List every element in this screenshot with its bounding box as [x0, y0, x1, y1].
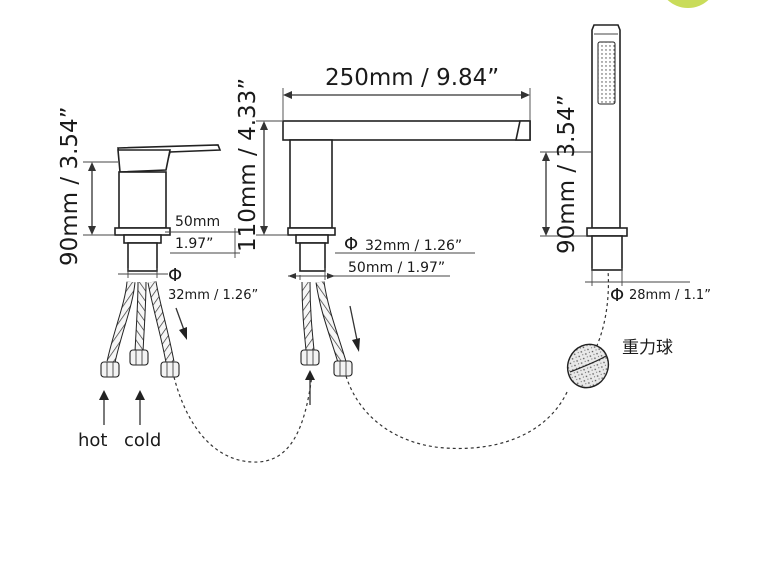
spout-thread-dimension — [288, 252, 475, 280]
mixer-base-mm-label: 50mm — [175, 214, 220, 230]
shower-height-dimension — [540, 151, 592, 237]
shower-thread-phi: Φ — [610, 285, 624, 306]
spout-thread-label: 32mm / 1.26” — [365, 238, 462, 254]
hot-label: hot — [78, 430, 107, 451]
spout-height-dimension — [256, 120, 287, 236]
shower-thread-label: 28mm / 1.1” — [629, 288, 711, 303]
connection-line-ball-shower — [593, 269, 609, 353]
mixer-base-dimension — [165, 228, 240, 258]
shower-height-label: 90mm / 3.54” — [554, 94, 580, 254]
spout-hoses — [300, 281, 353, 377]
mixer-base-in-label: 1.97” — [175, 236, 213, 252]
bath-spout — [282, 120, 531, 272]
mixer-height-dimension — [83, 161, 118, 236]
mixer-thread-dimension — [118, 268, 168, 278]
mixer-hoses — [100, 281, 180, 378]
accent-circle-decoration — [667, 0, 709, 8]
inlet-arrows — [99, 390, 145, 425]
connection-line-spout-shower — [345, 375, 569, 450]
spout-inlet-arrow — [305, 370, 315, 405]
shower-thread-dimension — [585, 268, 690, 286]
spout-thread-phi: Φ — [344, 234, 358, 255]
spout-length-label: 250mm / 9.84” — [325, 65, 499, 91]
gravity-ball — [566, 343, 610, 389]
mixer-flow-arrow — [175, 307, 187, 340]
hand-shower — [586, 24, 628, 271]
mixer-thread-phi: Φ — [168, 265, 182, 286]
mixer-height-label: 90mm / 3.54” — [57, 106, 83, 266]
spout-flow-arrow — [349, 305, 360, 352]
gravity-ball-label: 重力球 — [622, 338, 673, 358]
spout-length-dimension — [282, 88, 531, 120]
mixer-thread-label: 32mm / 1.26” — [168, 288, 258, 303]
spout-base-label: 50mm / 1.97” — [348, 260, 445, 276]
connection-line-mixer-spout — [173, 374, 313, 463]
cold-label: cold — [124, 430, 161, 451]
spout-height-label: 110mm / 4.33” — [235, 78, 261, 252]
mixer-valve — [114, 144, 222, 272]
